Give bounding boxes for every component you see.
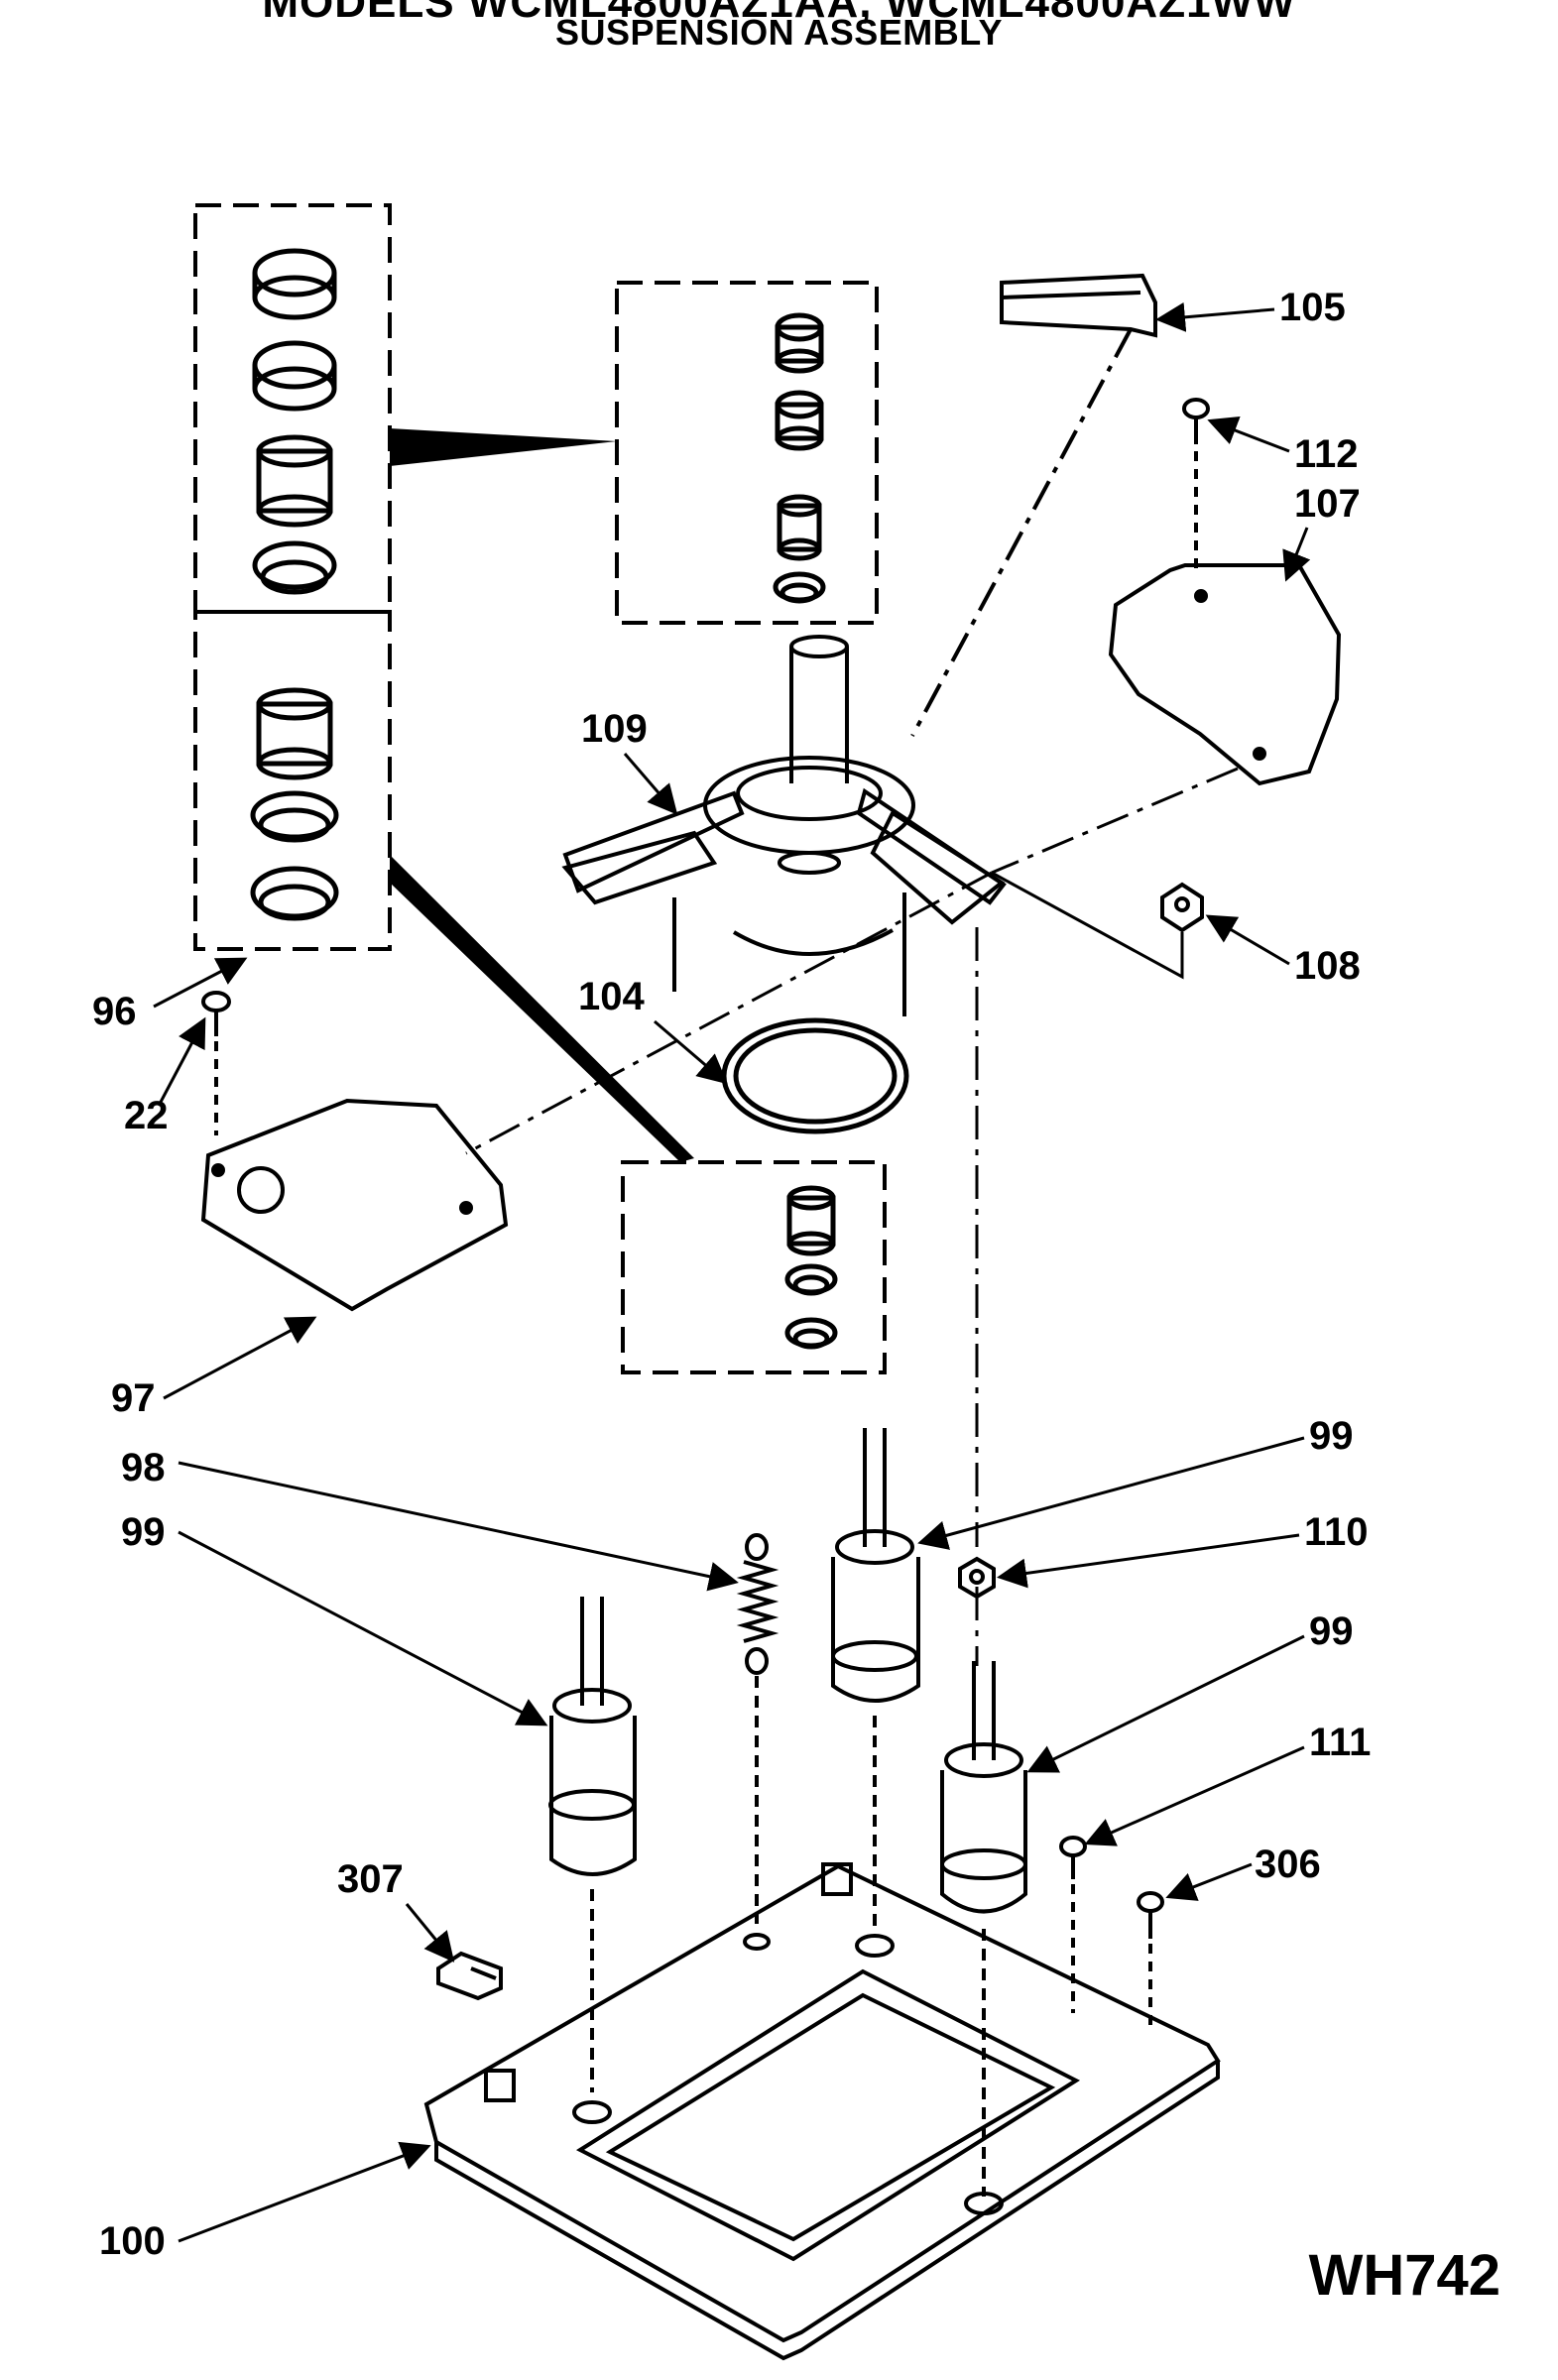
callout-100: 100 xyxy=(99,2219,166,2263)
screw-part-22 xyxy=(201,991,231,1135)
assembly-title: SUSPENSION ASSEMBLY xyxy=(555,12,1003,53)
callout-306: 306 xyxy=(1255,1843,1321,1886)
box-connector-bottom xyxy=(390,855,694,1162)
diagram-code: WH742 xyxy=(1308,2243,1500,2308)
callout-111: 111 xyxy=(1309,1721,1372,1764)
callout-99-center: 99 xyxy=(1309,1414,1354,1458)
suspension-rod-left xyxy=(548,1597,637,2092)
bearing-kit-box-lower xyxy=(193,610,392,951)
bearing-stack-bottom xyxy=(784,1185,838,1350)
spring-part-98 xyxy=(736,1533,779,1924)
box-connector-top xyxy=(390,428,617,466)
callout-96: 96 xyxy=(92,990,137,1033)
nut-part-110 xyxy=(958,1556,996,1600)
bearing-stack-left-upper xyxy=(252,248,337,595)
screw-part-112 xyxy=(1182,398,1210,575)
transmission-assembly xyxy=(561,635,1007,1016)
callout-108: 108 xyxy=(1294,944,1361,988)
nut-part-108 xyxy=(1160,882,1204,933)
cover-plate-107 xyxy=(1108,563,1342,786)
callout-109: 109 xyxy=(581,707,648,751)
cover-plate-97 xyxy=(200,1098,509,1312)
suspension-rod-center xyxy=(831,1428,920,1934)
callout-22: 22 xyxy=(124,1094,169,1137)
callout-112: 112 xyxy=(1294,432,1359,476)
clip-part-307 xyxy=(436,1951,503,2001)
base-plate-100 xyxy=(423,1862,1221,2361)
suspension-rod-right xyxy=(940,1661,1027,2197)
seal-ring-104 xyxy=(721,1017,909,1134)
callout-104: 104 xyxy=(578,975,645,1018)
bearing-stack-left-lower xyxy=(250,687,339,921)
bearing-stack-top xyxy=(773,312,826,604)
callout-110: 110 xyxy=(1304,1510,1369,1554)
screw-part-111 xyxy=(1059,1836,1087,2013)
callout-105: 105 xyxy=(1279,286,1346,329)
bearing-kit-box-bottom xyxy=(621,1160,887,1374)
callout-98: 98 xyxy=(121,1446,166,1489)
callout-99-right: 99 xyxy=(1309,1609,1354,1653)
callout-99-left: 99 xyxy=(121,1510,166,1554)
bearing-kit-box-top xyxy=(615,281,879,625)
callout-307: 307 xyxy=(337,1857,404,1901)
callout-107: 107 xyxy=(1294,482,1361,526)
callout-97: 97 xyxy=(111,1376,156,1420)
bracket-part xyxy=(910,273,1157,737)
models-title: MODELS WCML4800AZ1AA, WCML4800AZ1WW xyxy=(262,0,1296,27)
